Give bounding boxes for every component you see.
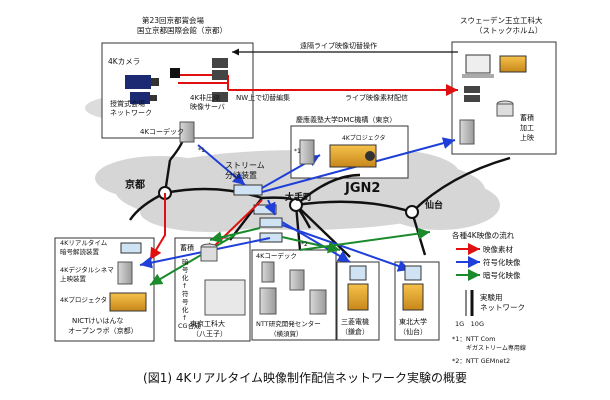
- nict-realtime-line1: 4Kリアルタイム: [60, 238, 108, 247]
- nict-projector-label: 4Kプロジェクタ: [60, 295, 107, 304]
- server-icon: [212, 58, 228, 102]
- tohoku-name-line1: 東北大学: [399, 317, 427, 326]
- ntt-equipment-icon: [259, 261, 327, 315]
- flow-char: 暗: [182, 257, 189, 266]
- ntt-codec-label: 4Kコーデック: [256, 251, 297, 260]
- keio-label: 慶應義塾大学DMC機構（東京）: [296, 115, 396, 124]
- flow-char: CG合成: [178, 321, 201, 330]
- legend-realnet-line1: 実験用: [480, 292, 503, 302]
- tokyo-tech-name-line2: （八王子）: [192, 330, 227, 338]
- stream-label: ストリーム: [225, 161, 265, 170]
- note-1-mark-a: *1: [198, 147, 205, 154]
- sweden-line2: （ストックホルム）: [475, 26, 542, 35]
- hall-label-line2: ネットワーク: [110, 109, 152, 117]
- note-2-mark: *2: [301, 241, 308, 248]
- ntt-name-line2: （横須賀）: [270, 329, 303, 338]
- camera-label: 4Kカメラ: [108, 57, 140, 66]
- nict-equipment-icon: [109, 242, 147, 312]
- branch-label: 分岐装置: [225, 170, 257, 180]
- mitsubishi-name-line2: （鎌倉）: [341, 327, 369, 336]
- sweden-store-line2: 加工: [520, 123, 534, 132]
- codec-icon: [179, 121, 195, 143]
- kyoto-venue-line2: 国立京都国際会館（京都）: [137, 25, 227, 35]
- codec-label: 4Kコーデック: [140, 127, 184, 136]
- jgn2-label: JGN2: [344, 181, 380, 196]
- flow-char: 化: [182, 305, 189, 314]
- mitsubishi-name-line1: 三菱電機: [341, 317, 369, 326]
- note-1-line2: ギガストリーム専用線: [466, 344, 526, 352]
- kyoto-venue-line1: 第23回京都賞会場: [142, 15, 205, 25]
- nict-box: [54, 237, 155, 342]
- nict-name-line2: オープンラボ（京都）: [68, 326, 138, 335]
- keio-equipment-icon: [299, 139, 377, 168]
- network-diagram: 各種4K映像の流れ 映像素材 符号化映像 暗号化映像 実験用 ネットワーク 1G…: [54, 15, 557, 365]
- note-1-mark-b: *1: [294, 148, 301, 155]
- sweden-store-line1: 蓄積: [520, 113, 534, 122]
- flow-char: 化: [182, 273, 189, 282]
- legend: 各種4K映像の流れ 映像素材 符号化映像 暗号化映像 実験用 ネットワーク 1G…: [452, 230, 526, 365]
- flow-char: 号: [182, 298, 189, 306]
- keio-projector-label: 4Kプロジェクタ: [342, 134, 386, 142]
- tokyo-tech-flow: 暗 号 化 ↑ 符 号 化 ↑ CG合成: [178, 257, 201, 330]
- figure-caption: (図1) 4Kリアルタイム映像制作配信ネットワーク実験の概要: [143, 371, 467, 385]
- server-label-line2: 映像サーバ: [190, 102, 225, 111]
- note-1-line1: *1：NTT Com: [452, 335, 496, 343]
- tohoku-name-line2: （仙台）: [399, 327, 427, 336]
- live-delivery-label: ライブ映像素材配信: [345, 93, 408, 102]
- tokyo-tech-name-line1: 東京工科大: [190, 319, 225, 328]
- sweden-equipment-icon: [459, 54, 527, 145]
- legend-title: 各種4K映像の流れ: [452, 230, 515, 240]
- sendai-node-label: 仙台: [425, 199, 443, 211]
- flow-char: ↑: [182, 282, 187, 290]
- nict-cinema-line1: 4Kデジタルシネマ: [60, 265, 114, 274]
- mitsubishi-equipment-icon: [347, 265, 369, 311]
- kyoto-node-label: 京都: [125, 178, 145, 191]
- ntt-name-line1: NTT研究開発センター: [256, 319, 321, 328]
- nict-realtime-line2: 暗号解読装置: [60, 247, 100, 256]
- sweden-store-line3: 上映: [520, 133, 534, 142]
- nw-edit-label: NW上で切替編集: [236, 93, 290, 102]
- legend-item-raw: 映像素材: [483, 244, 513, 254]
- flow-char: ↑: [182, 314, 187, 322]
- note-2: *2：NTT GEMnet2: [452, 357, 510, 365]
- tohoku-equipment-icon: [402, 265, 424, 311]
- hall-label-line1: 授賞式会場: [110, 99, 145, 108]
- tokyo-tech-equipment-icon: [200, 243, 246, 316]
- flow-char: 号: [182, 266, 189, 274]
- sweden-line1: スウェーデン王立工科大: [460, 15, 543, 25]
- legend-realnet-line2: ネットワーク: [480, 303, 525, 312]
- nict-cinema-line2: 上映装置: [60, 274, 87, 283]
- legend-speed: 1G 10G: [455, 320, 484, 328]
- otemachi-node-label: 大手町: [285, 191, 312, 203]
- remote-switch-label: 遠隔ライブ映像切替操作: [300, 41, 377, 50]
- nict-name-line1: NICTけいはんな: [72, 317, 123, 325]
- encrypted-video-flows: [149, 227, 431, 286]
- legend-item-encrypted: 暗号化映像: [483, 270, 521, 280]
- tokyo-tech-storage: 蓄積: [180, 243, 194, 252]
- legend-item-encoded: 符号化映像: [483, 257, 521, 267]
- flow-char: 符: [182, 289, 189, 298]
- camera-icon: [125, 68, 180, 104]
- server-label-line1: 4K非圧縮: [190, 93, 220, 102]
